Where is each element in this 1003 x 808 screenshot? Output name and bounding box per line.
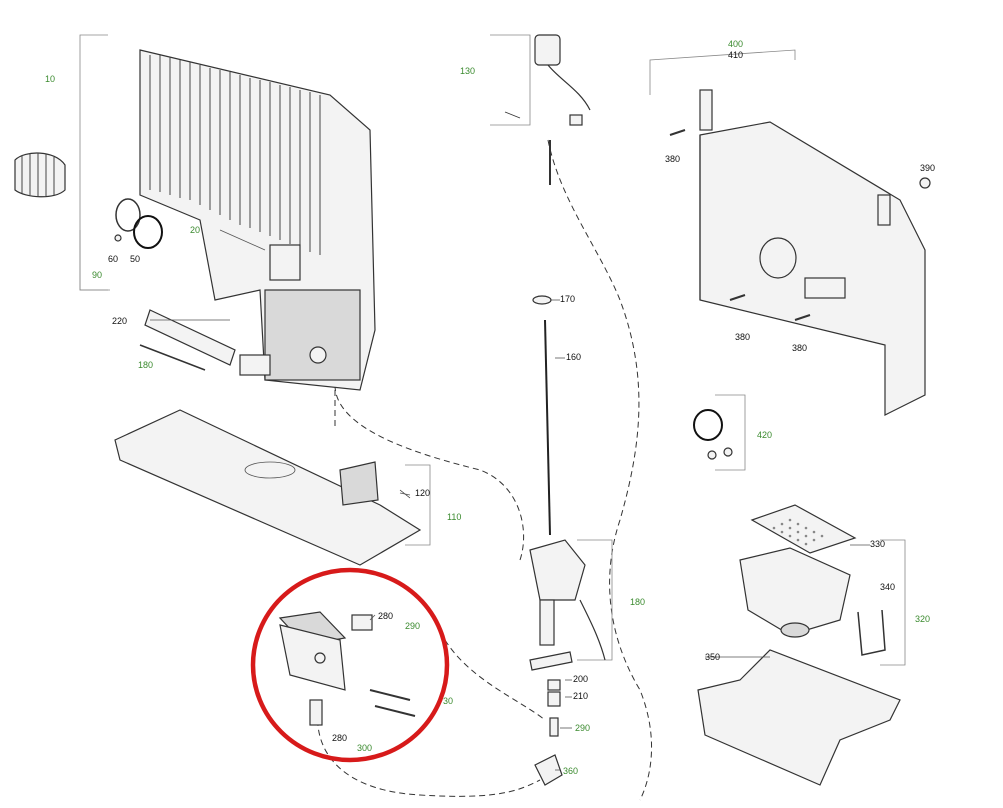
label-brackets: [79, 34, 906, 666]
gas-valve-part: [529, 539, 606, 671]
clip-part: [857, 609, 886, 656]
label-90: 90: [92, 270, 102, 280]
tray-part: [697, 649, 901, 786]
connection-lines: [317, 139, 652, 801]
ring-part: [693, 409, 733, 460]
screws-part: [669, 129, 811, 321]
label-110: 110: [447, 512, 461, 522]
label-180-right: 180: [630, 597, 645, 607]
label-30: 30: [443, 696, 453, 706]
fittings-part: [534, 679, 563, 786]
label-340: 340: [880, 582, 895, 592]
label-380-bottom: 380: [792, 343, 807, 353]
label-120: 120: [415, 488, 430, 498]
label-330: 330: [870, 539, 885, 549]
grid-plate-part: [750, 504, 857, 554]
label-380-mid: 380: [735, 332, 750, 342]
heater-body-part: [139, 49, 376, 391]
burner-assembly-part: [278, 611, 416, 726]
thermocouple-part: [139, 309, 271, 376]
label-410: 410: [728, 50, 743, 60]
highlight-circle: [250, 567, 450, 763]
label-180-left: 180: [138, 360, 153, 370]
label-20: 20: [190, 225, 200, 235]
coil-part: [14, 152, 66, 198]
label-390: 390: [920, 163, 935, 173]
label-130: 130: [460, 66, 475, 76]
label-300: 300: [357, 743, 372, 753]
label-290-left: 290: [405, 621, 420, 631]
label-10: 10: [45, 74, 55, 84]
label-210: 210: [573, 691, 588, 701]
label-280-bottom: 280: [332, 733, 347, 743]
label-50: 50: [130, 254, 140, 264]
label-420: 420: [757, 430, 772, 440]
label-160: 160: [566, 352, 581, 362]
label-280-top: 280: [378, 611, 393, 621]
label-400: 400: [728, 39, 743, 49]
label-380-top: 380: [665, 154, 680, 164]
probe-part: [504, 34, 591, 185]
box-part: [739, 547, 851, 638]
label-200: 200: [573, 674, 588, 684]
label-350: 350: [705, 652, 720, 662]
seal-rings-part: [114, 198, 163, 249]
rod-part: [532, 295, 552, 536]
label-290-right: 290: [575, 723, 590, 733]
label-60: 60: [108, 254, 118, 264]
label-360: 360: [563, 766, 578, 776]
outer-casing-part: [699, 89, 931, 416]
label-170: 170: [560, 294, 575, 304]
leader-lines: [150, 229, 870, 771]
label-220: 220: [112, 316, 127, 326]
label-320: 320: [915, 614, 930, 624]
part-labels: 10 20 50 60 90 220 180 120 110 130 170 1…: [45, 39, 935, 776]
